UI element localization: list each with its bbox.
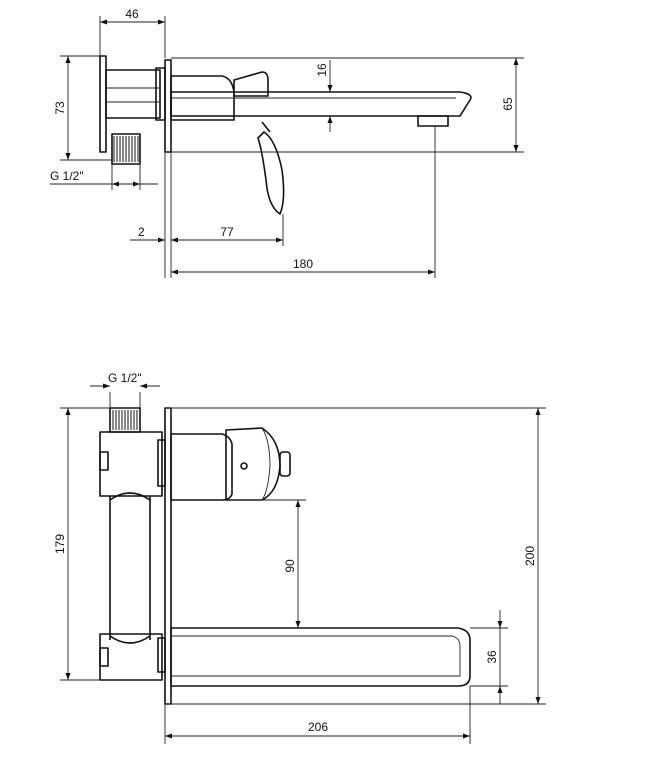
mounting-box <box>105 69 161 119</box>
lever-top <box>233 71 269 97</box>
spout-front <box>170 627 471 687</box>
top-view: 46 73 16 65 G 1/2" 2 77 180 <box>50 7 524 278</box>
connector-pipe <box>109 496 151 640</box>
lower-block <box>99 633 163 681</box>
thread-label-top: G 1/2" <box>50 169 84 183</box>
valve-body-front <box>170 433 233 501</box>
threaded-inlet <box>111 133 141 165</box>
dim-36-label: 36 <box>485 650 499 664</box>
mounting-flange <box>99 55 107 153</box>
valve-body <box>170 75 235 121</box>
dim-16-label: 16 <box>315 63 329 77</box>
dim-65-label: 65 <box>501 97 515 111</box>
dim-206-label: 206 <box>308 720 328 734</box>
spout <box>170 91 472 117</box>
dim-73-label: 73 <box>53 101 67 115</box>
wall-plate-front <box>164 407 172 705</box>
wall-plate <box>164 59 172 153</box>
dim-200-label: 200 <box>523 546 537 566</box>
dim-77-label: 77 <box>220 225 234 239</box>
handle-front <box>225 427 281 501</box>
lever-handle <box>257 131 285 215</box>
dim-90-label: 90 <box>283 559 297 573</box>
upper-block <box>99 431 163 497</box>
dim-2-label: 2 <box>138 225 145 239</box>
front-view: G 1/2" 179 90 200 36 206 <box>53 371 546 744</box>
dim-179-label: 179 <box>53 534 67 554</box>
dim-46-label: 46 <box>125 7 139 21</box>
aerator <box>417 115 449 127</box>
dim-180-label: 180 <box>293 257 313 271</box>
thread-label-front: G 1/2" <box>108 371 142 385</box>
